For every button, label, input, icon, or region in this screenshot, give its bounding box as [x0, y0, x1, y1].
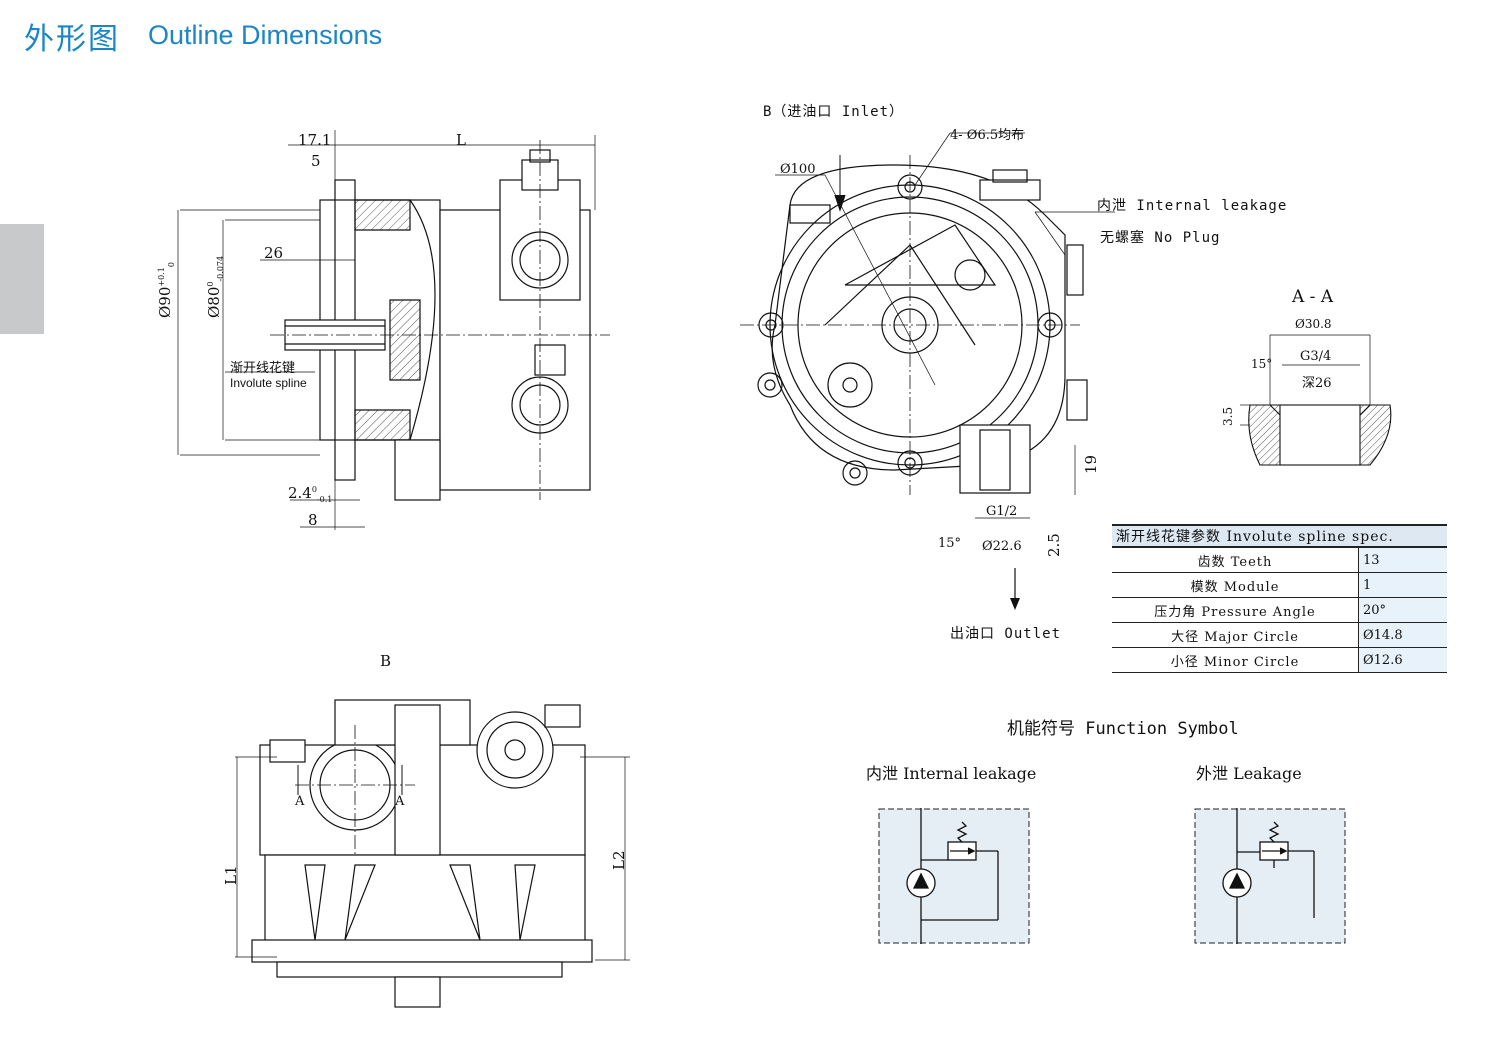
dim-2-4: 2.40-0.1: [288, 484, 333, 504]
dim-26: 26: [264, 244, 284, 262]
section-mark-a-left: A: [295, 794, 305, 809]
dim-g34: G3/4: [1300, 349, 1332, 364]
section-aa-drawing: [1240, 334, 1392, 466]
dim-deep-26: 深26: [1302, 376, 1332, 391]
dim-g12: G1/2: [986, 504, 1018, 519]
dim-2-5: 2.5: [1045, 533, 1063, 557]
front-view-drawing: [177, 130, 610, 530]
dim-8: 8: [308, 511, 318, 529]
dim-15-aa: 15°: [1251, 357, 1273, 371]
dim-80: Ø800-0.074: [205, 255, 225, 318]
no-plug-label: 无螺塞 No Plug: [1100, 230, 1221, 246]
dim-5: 5: [311, 152, 321, 170]
section-mark-a-right: A: [395, 794, 405, 809]
leakage-symbol: [1194, 808, 1346, 944]
dim-L1: L1: [222, 865, 240, 885]
dim-L: L: [456, 131, 466, 149]
outlet-arrow: [1010, 568, 1020, 610]
dim-22-6: Ø22.6: [982, 539, 1022, 554]
header-title-cn: 外形图: [24, 22, 120, 57]
dim-15-deg: 15°: [938, 536, 962, 551]
holes-label: 4- Ø6.5均布: [950, 128, 1025, 143]
dia-100-label: Ø100: [780, 162, 816, 177]
bottom-view-drawing: [235, 699, 630, 1008]
internal-leakage-symbol: [878, 808, 1030, 944]
bottom-view-label: B: [380, 652, 392, 670]
side-tab: [0, 224, 44, 334]
dim-L2: L2: [610, 850, 628, 870]
symbol-left-label: 内泄 Internal leakage: [866, 764, 1037, 783]
function-symbol-title: 机能符号 Function Symbol: [1007, 719, 1239, 739]
dim-17-1: 17.1: [298, 131, 332, 149]
inlet-label: B（进油口 Inlet）: [763, 104, 905, 120]
section-title: A - A: [1292, 287, 1334, 307]
outlet-label: 出油口 Outlet: [950, 626, 1062, 642]
symbol-right-label: 外泄 Leakage: [1196, 764, 1302, 783]
table-header: 渐开线花键参数 Involute spline spec.: [1112, 524, 1447, 548]
dim-30-8: Ø30.8: [1295, 317, 1332, 331]
spline-label-en: Involute spline: [230, 376, 307, 390]
table-header-row: 渐开线花键参数 Involute spline spec.: [1112, 524, 1447, 548]
header-title-en: Outline Dimensions: [148, 20, 383, 50]
internal-leak-label: 内泄 Internal leakage: [1097, 198, 1288, 214]
dim-19: 19: [1082, 454, 1100, 474]
dim-3-5: 3.5: [1221, 406, 1235, 426]
dim-90: Ø90+0.10: [156, 262, 176, 318]
spline-label-cn: 渐开线花键: [230, 361, 296, 376]
side-view-drawing: [740, 132, 1115, 519]
